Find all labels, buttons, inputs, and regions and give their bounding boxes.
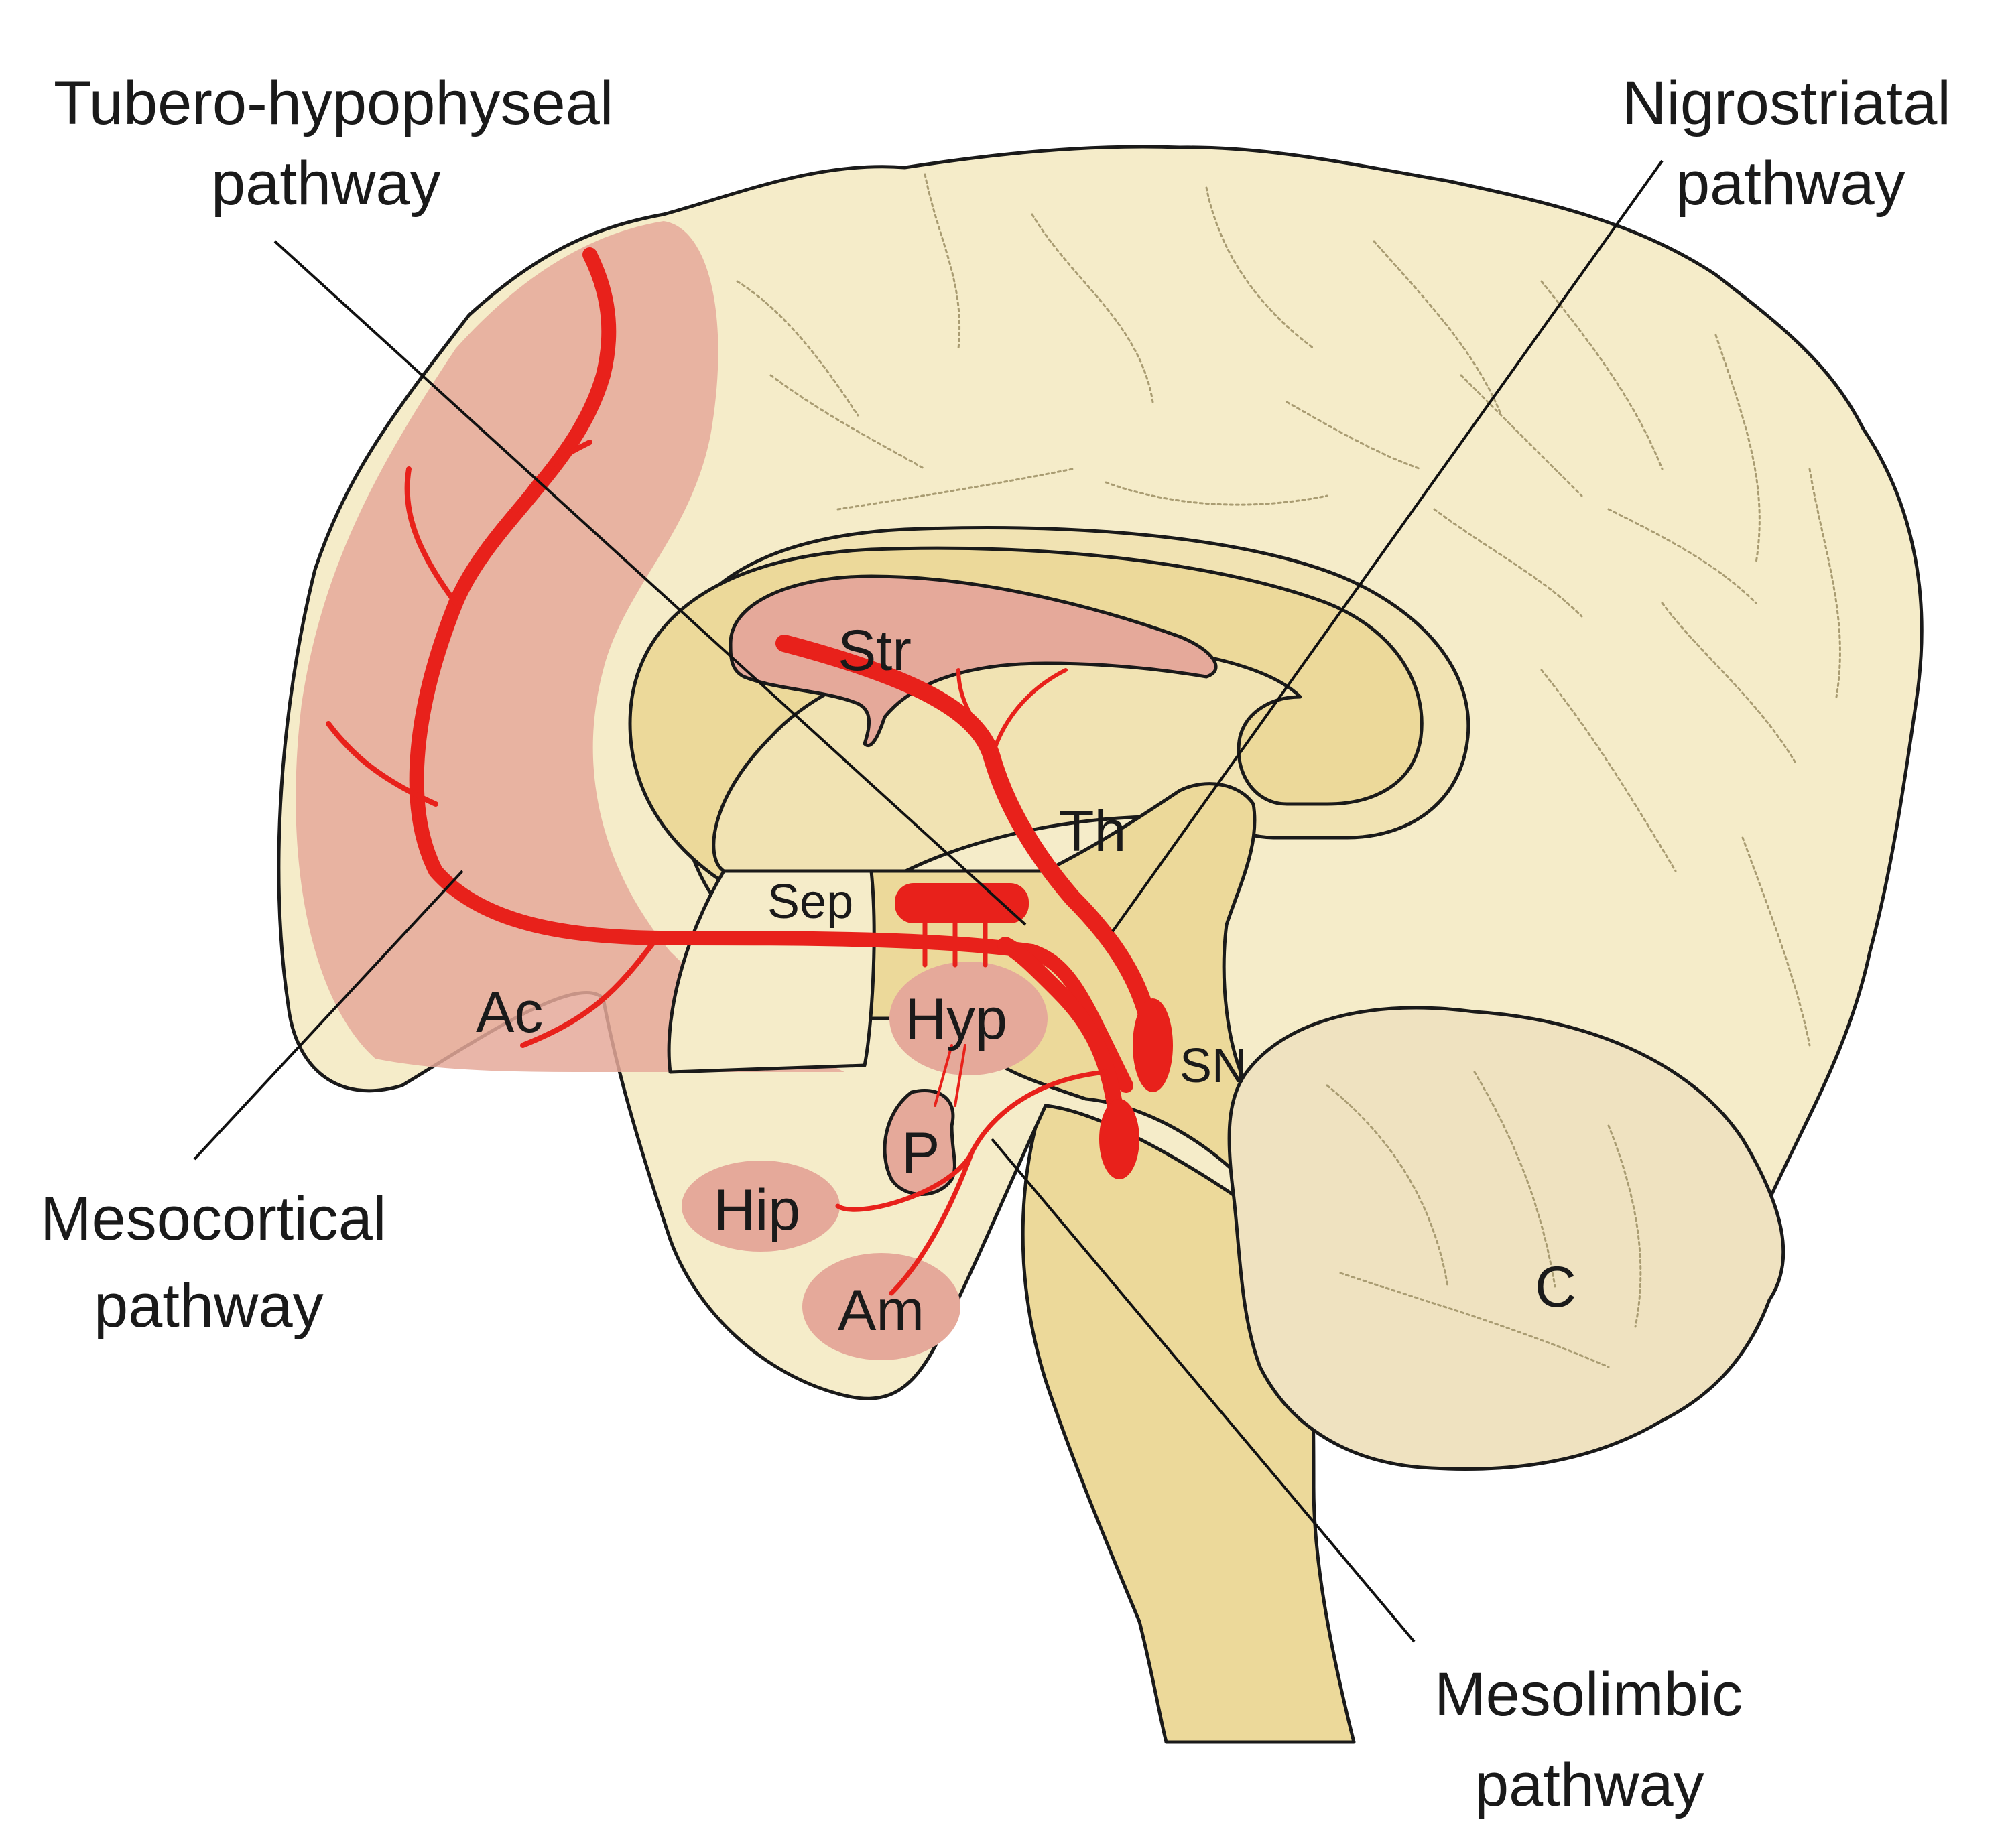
region-label-hyp: Hyp	[905, 987, 1007, 1051]
mesocortical-leader	[193, 870, 464, 1161]
region-label-c: C	[1535, 1255, 1576, 1319]
region-label-ac: Ac	[476, 980, 543, 1045]
tubero-label-line2: pathway	[211, 149, 441, 218]
striatum	[729, 574, 1218, 747]
nigro-leader	[1111, 159, 1664, 933]
region-label-str: Str	[838, 618, 912, 683]
amygdala	[802, 1253, 960, 1360]
nigrostriatal-tract	[775, 635, 1162, 1054]
mesolimbic-label-line1: Mesolimbic	[1434, 1660, 1743, 1729]
mesolimbic-leader	[991, 1138, 1416, 1643]
tubero-label-line1: Tubero-hypophyseal	[54, 69, 613, 137]
cerebellar-folia	[1326, 1071, 1642, 1368]
cortical-gyri	[736, 173, 1841, 1047]
mesocortical-label-line2: pathway	[94, 1272, 324, 1340]
hippocampus	[682, 1161, 840, 1252]
hypothalamus	[889, 962, 1048, 1075]
leader-lines	[193, 159, 1664, 1643]
pituitary	[883, 1088, 956, 1196]
mesocortical-label-line1: Mesocortical	[40, 1185, 386, 1253]
mesolimbic-tract	[997, 937, 1127, 1147]
region-label-th: Th	[1059, 799, 1126, 864]
region-label-hip: Hip	[714, 1178, 800, 1242]
mesolimbic-label-line2: pathway	[1475, 1751, 1704, 1819]
nigro-label-line2: pathway	[1676, 149, 1905, 218]
region-label-p: P	[901, 1121, 940, 1185]
tubero-hypophyseal-tract	[895, 883, 1029, 923]
tubero-leader	[273, 240, 1027, 926]
region-label-am: Am	[838, 1278, 924, 1343]
region-label-sn: SN	[1180, 1039, 1247, 1093]
region-label-sep: Sep	[767, 875, 853, 929]
dopamine-tracts	[326, 247, 1173, 1296]
nigro-label-line1: Nigrostriatal	[1622, 69, 1951, 137]
